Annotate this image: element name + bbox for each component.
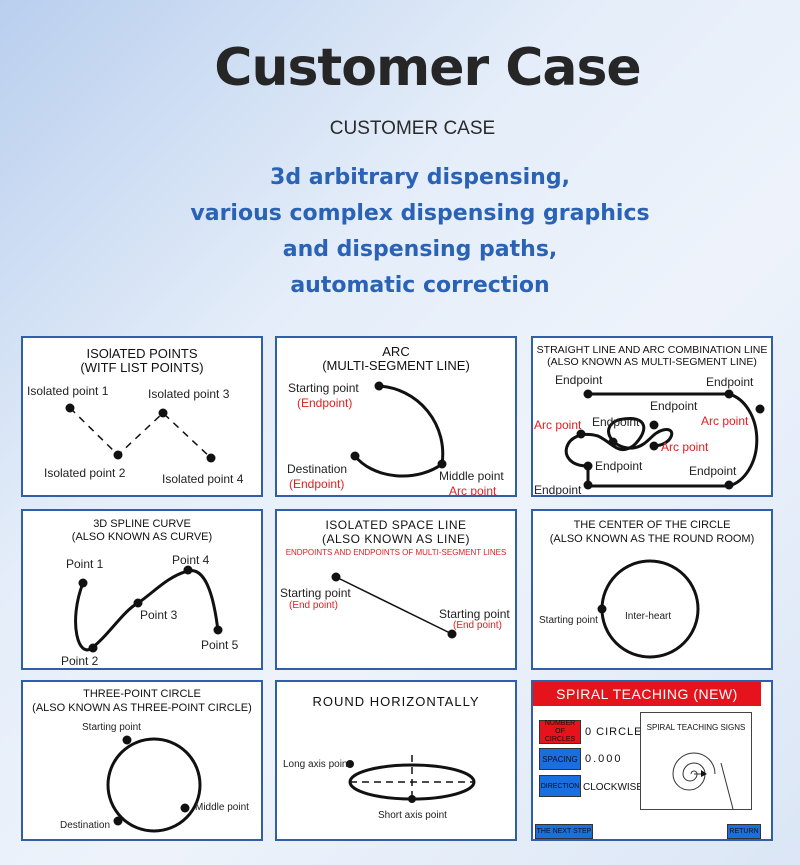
start-label: Starting point (82, 722, 141, 733)
middle-label: Middle point (195, 802, 249, 813)
spline-diagram (74, 565, 223, 653)
endpoint-label: Endpoint (555, 373, 603, 387)
arc-point-label: Arc point (534, 418, 582, 432)
next-step-button[interactable]: THE NEXT STEP (535, 824, 593, 839)
card-three-point-circle: THREE-POINT CIRCLE (ALSO KNOWN AS THREE-… (21, 680, 263, 841)
point-label: Point 4 (172, 553, 210, 567)
tagline-line: automatic correction (290, 273, 550, 298)
long-axis-label: Long axis point (283, 759, 351, 770)
ellipse-diagram (346, 755, 476, 803)
tagline-line: 3d arbitrary dispensing, (270, 165, 570, 190)
card-title: ISOLATED SPACE LINE (325, 518, 467, 532)
endpoint-label: Endpoint (595, 459, 643, 473)
point-label: Isolated point 4 (162, 472, 244, 486)
center-label: Inter-heart (625, 611, 672, 622)
start-label: Starting point (539, 615, 598, 626)
start-label: Starting point (280, 586, 351, 600)
arc-point-label: Arc point (701, 414, 749, 428)
endpoint-label: Endpoint (650, 399, 698, 413)
card-title: (ALSO KNOWN AS THREE-POINT CIRCLE) (32, 702, 252, 714)
arc-diagram (350, 381, 447, 478)
spiral-signs-panel: SPIRAL TEACHING SIGNS (640, 712, 752, 810)
point-label: Point 3 (140, 608, 178, 622)
point-label: Isolated point 3 (148, 387, 230, 401)
card-isolated-points: ISOlATED POINTS (WITF LIST POINTS) Isola… (21, 336, 263, 497)
card-title: (WITF LIST POINTS) (80, 360, 204, 375)
card-spline: 3D SPLINE CURVE (ALSO KNOWN AS CURVE) Po… (21, 509, 263, 670)
tagline-line: various complex dispensing graphics (190, 201, 650, 226)
signs-title: SPIRAL TEACHING SIGNS (646, 723, 746, 732)
return-button[interactable]: RETURN (727, 824, 761, 839)
short-axis-label: Short axis point (378, 810, 447, 821)
spiral-icon (672, 752, 734, 810)
three-point-circle-diagram (106, 735, 202, 833)
circle-center-diagram (597, 559, 700, 659)
end-label: Starting point (439, 607, 510, 621)
card-title: THREE-POINT CIRCLE (83, 688, 201, 700)
destination-label: Destination (287, 462, 348, 476)
card-title: STRAIGHT LINE AND ARC COMBINATION LINE (536, 344, 768, 356)
endpoint-label: Endpoint (592, 415, 640, 429)
tagline: 3d arbitrary dispensing, various complex… (0, 160, 800, 304)
card-spiral: SPIRAL TEACHING (NEW) NUMBER OF CIRCLES … (531, 680, 773, 841)
point-label: Point 2 (61, 654, 99, 668)
card-title: ISOlATED POINTS (86, 346, 198, 361)
card-title: (ALSO KNOWN AS LINE) (321, 532, 471, 546)
direction-value: CLOCKWISE (583, 782, 644, 793)
page-title: Customer Case (214, 38, 641, 98)
card-title: (ALSO KNOWN AS MULTI-SEGMENT LINE) (547, 356, 757, 368)
line-arc-diagram (564, 389, 765, 490)
card-arc: ARC (MULTI-SEGMENT LINE) Starting point … (275, 336, 517, 497)
point-label: Isolated point 1 (27, 384, 109, 398)
card-title: ROUND HORIZONTALLY (312, 694, 480, 709)
start-sub-label: (Endpoint) (297, 396, 353, 410)
direction-button[interactable]: DIRECTION (539, 775, 581, 797)
middle-sub-label: Arc point (449, 484, 497, 497)
endpoint-label: Endpoint (534, 483, 582, 497)
destination-sub-label: (Endpoint) (289, 477, 345, 491)
point-label: Point 5 (201, 638, 239, 652)
middle-label: Middle point (439, 469, 504, 483)
space-line-diagram (331, 572, 457, 639)
point-label: Point 1 (66, 557, 104, 571)
card-title: (ALSO KNOWN AS CURVE) (71, 531, 213, 543)
circles-button[interactable]: NUMBER OF CIRCLES (539, 720, 581, 744)
endpoint-label: Endpoint (689, 464, 737, 478)
card-title: ARC (382, 344, 410, 359)
spacing-button[interactable]: SPACING (539, 748, 581, 770)
card-title: (ALSO KNOWN AS THE ROUND ROOM) (549, 533, 755, 545)
card-title: ENDPOINTS AND ENDPOINTS OF MULTI-SEGMENT… (285, 548, 507, 557)
circles-value: 0 CIRCLE (585, 726, 643, 738)
page-subtitle: CUSTOMER CASE (329, 118, 496, 139)
arc-point-label: Arc point (661, 440, 709, 454)
card-ellipse: ROUND HORIZONTALLY Long axis point Short… (275, 680, 517, 841)
card-circle-center: THE CENTER OF THE CIRCLE (ALSO KNOWN AS … (531, 509, 773, 670)
spiral-header: SPIRAL TEACHING (NEW) (533, 682, 761, 706)
destination-label: Destination (60, 820, 111, 831)
start-sub-label: (End point) (289, 600, 338, 611)
spacing-value: 0.000 (585, 753, 623, 765)
isolated-points-diagram (65, 403, 216, 463)
tagline-line: and dispensing paths, (282, 237, 558, 262)
card-title: 3D SPLINE CURVE (93, 518, 191, 530)
card-line-arc: STRAIGHT LINE AND ARC COMBINATION LINE (… (531, 336, 773, 497)
endpoint-label: Endpoint (706, 375, 754, 389)
start-label: Starting point (288, 381, 359, 395)
card-title: (MULTI-SEGMENT LINE) (322, 358, 470, 373)
point-label: Isolated point 2 (44, 466, 126, 480)
card-space-line: ISOLATED SPACE LINE (ALSO KNOWN AS LINE)… (275, 509, 517, 670)
end-sub-label: (End point) (453, 620, 502, 631)
card-title: THE CENTER OF THE CIRCLE (573, 519, 731, 531)
